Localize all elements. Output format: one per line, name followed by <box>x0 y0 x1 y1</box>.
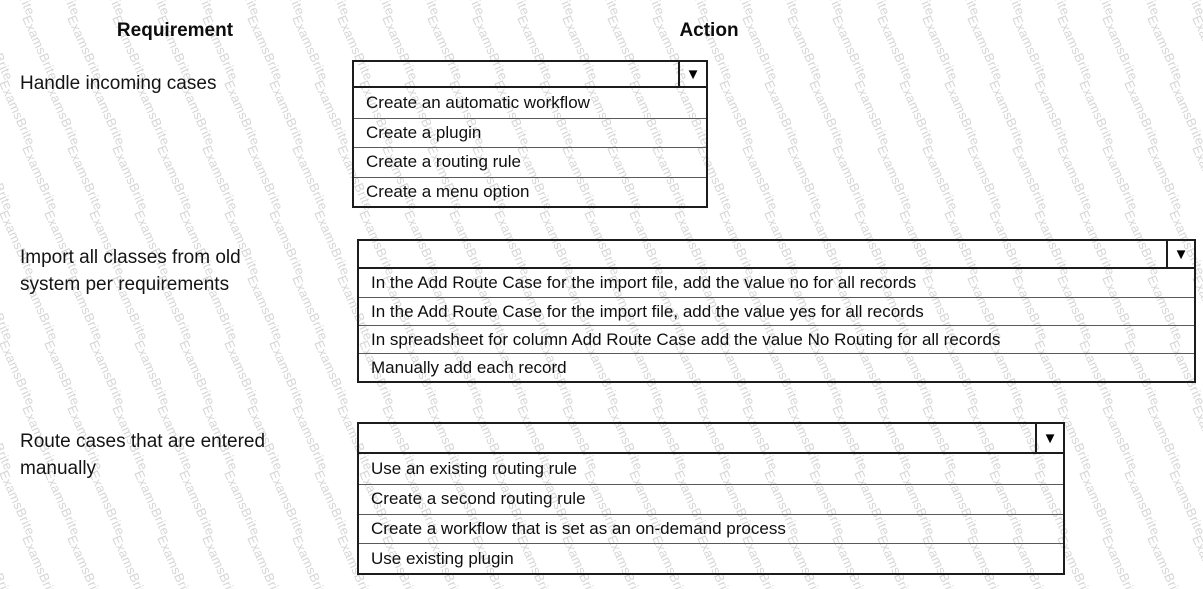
dropdown-option[interactable]: Create a workflow that is set as an on-d… <box>359 513 1063 544</box>
dropdown-option[interactable]: In the Add Route Case for the import fil… <box>359 297 1194 325</box>
dropdown-option[interactable]: Create a routing rule <box>354 147 706 177</box>
requirement-label-2: Import all classes from old system per r… <box>20 247 241 295</box>
requirement-label-1: Handle incoming cases <box>20 73 217 94</box>
dropdown-options-2: In the Add Route Case for the import fil… <box>359 269 1194 381</box>
dropdown-arrow-icon[interactable]: ▼ <box>1035 424 1063 452</box>
dropdown-option[interactable]: Use an existing routing rule <box>371 458 578 478</box>
dropdown-option[interactable]: Create a second routing rule <box>359 483 1063 514</box>
action-column-header: Action <box>679 20 739 41</box>
dropdown-select-2[interactable]: ▼ <box>359 241 1194 269</box>
dropdown-select-1[interactable]: ▼ <box>354 62 706 88</box>
action-dropdown-2: ▼ In the Add Route Case for the import f… <box>357 239 1196 383</box>
dropdown-option[interactable]: Use existing plugin <box>359 543 1063 573</box>
dropdown-arrow-icon[interactable]: ▼ <box>678 62 706 86</box>
action-dropdown-1: ▼ Create an automatic workflow Create a … <box>352 60 708 208</box>
dropdown-selected-value-1 <box>354 62 706 86</box>
dropdown-option[interactable]: Manually add each record <box>359 353 1194 381</box>
dropdown-option[interactable]: Create a plugin <box>354 117 706 148</box>
requirement-column-header: Requirement <box>116 20 234 41</box>
requirement-label-3: Route cases that are entered manually <box>20 431 266 479</box>
dropdown-options-1: Create an automatic workflow Create a pl… <box>354 88 706 206</box>
dropdown-option[interactable]: In the Add Route Case for the import fil… <box>371 273 917 292</box>
dropdown-arrow-icon[interactable]: ▼ <box>1166 241 1194 267</box>
dropdown-select-3[interactable]: ▼ <box>359 424 1063 454</box>
dropdown-option[interactable]: Create an automatic workflow <box>366 92 590 112</box>
dropdown-options-3: Use an existing routing rule Create a se… <box>359 454 1063 573</box>
action-dropdown-3: ▼ Use an existing routing rule Create a … <box>357 422 1065 575</box>
dropdown-option[interactable]: In spreadsheet for column Add Route Case… <box>359 325 1194 353</box>
dropdown-selected-value-3 <box>359 424 1063 452</box>
dropdown-option[interactable]: Create a menu option <box>354 176 706 207</box>
dropdown-selected-value-2 <box>359 241 1194 267</box>
